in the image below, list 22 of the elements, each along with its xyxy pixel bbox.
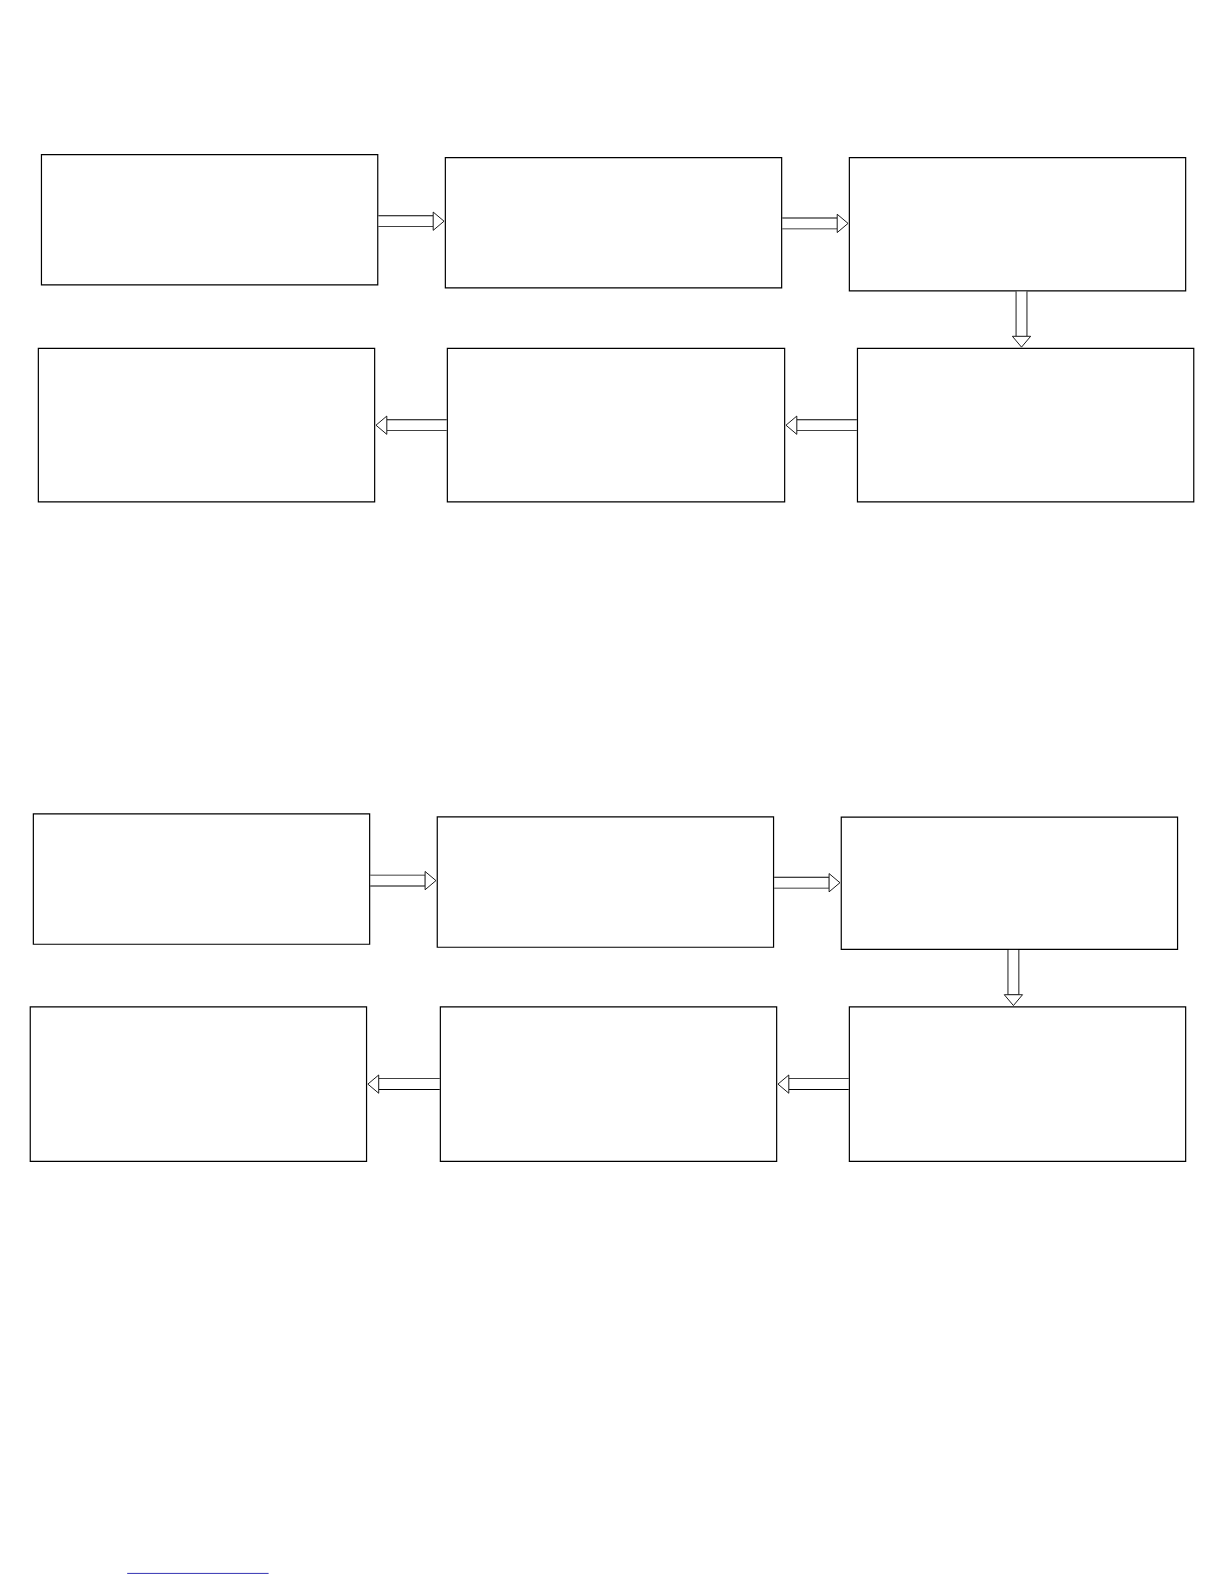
process-box xyxy=(40,153,379,286)
block-arrow xyxy=(1003,949,1023,1006)
process-box xyxy=(444,156,783,289)
process-box xyxy=(32,813,371,945)
process-box xyxy=(29,1006,368,1162)
block-arrow xyxy=(777,1074,849,1094)
process-box xyxy=(856,347,1195,503)
block-arrow xyxy=(774,873,841,893)
process-box xyxy=(37,347,376,503)
process-box xyxy=(848,1006,1187,1162)
block-arrow xyxy=(370,871,437,891)
block-arrow xyxy=(375,415,447,435)
process-box xyxy=(840,816,1179,950)
block-arrow xyxy=(1011,291,1032,348)
process-box xyxy=(439,1006,778,1162)
process-box xyxy=(436,816,775,948)
process-box xyxy=(446,347,786,503)
block-arrow xyxy=(367,1074,440,1094)
process-box xyxy=(848,156,1187,292)
block-arrow xyxy=(785,415,857,435)
block-arrow xyxy=(782,213,849,233)
block-arrow xyxy=(378,211,445,231)
